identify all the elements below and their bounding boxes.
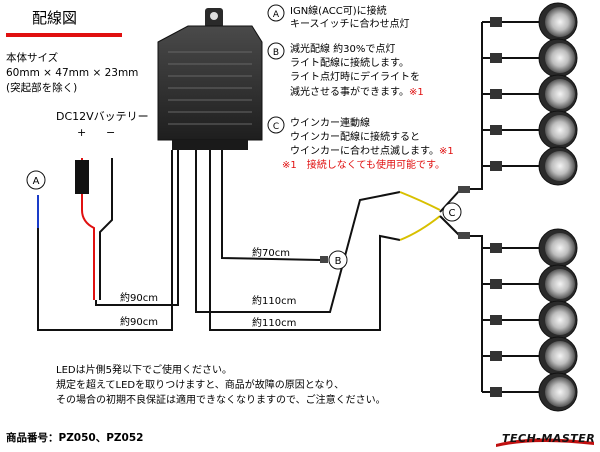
battery-wires [81,158,113,300]
connectors [320,186,470,263]
length-wire-1: 約90cm [120,293,158,304]
marker-b-label: B [335,256,342,267]
length-b-wire: 約70cm [252,248,290,259]
caution-line3: その場合の初期不良保証は適用できなくなりますので、ご注意ください。 [56,395,386,406]
logo-swoosh-icon [496,438,594,447]
note-c-ref: ※1 [439,146,454,157]
brand-logo: TECH-MASTER [494,430,596,448]
led-connector [490,351,502,361]
marker-b [328,250,348,270]
led-connector [490,125,502,135]
led-connector [490,387,502,397]
product-number: 商品番号：PZ050、PZ052 [6,432,144,444]
harness-wires [37,150,401,331]
note-b-line1: 減光配線 約30%で点灯 [290,44,396,55]
note-marker-c [267,116,285,134]
control-box [157,8,263,150]
led-lens [545,377,575,407]
spec-label: 本体サイズ [6,52,59,64]
led-lens [545,79,575,109]
led-connector [490,17,502,27]
note-c-line3: ウインカーに合わせ点滅します。※1 [290,146,454,158]
led-lens [545,151,575,181]
note-c-line2: ウインカー配線に接続すると [290,132,420,143]
led-connector [490,161,502,171]
page-title: 配線図 [32,9,78,27]
marker-c [442,202,462,222]
fuse-holder [75,160,89,194]
note-b-line2: ライト配線に接続します。 [290,58,409,69]
led-chain-bottom [470,228,578,412]
note-b-line4: 減光させる事ができます。※1 [290,87,424,99]
note-c-line1: ウインカー連動線 [290,118,370,129]
led-lens [545,269,575,299]
led-lens [545,115,575,145]
chain-lead [470,22,483,190]
note-b-line4-text: 減光させる事ができます。 [290,87,409,98]
note-marker-a-label: A [273,10,280,20]
length-wire-4: 約110cm [252,318,297,329]
length-wire-3: 約90cm [120,317,158,328]
caution-line1: LEDは片側5発以下でご使用ください。 [56,365,232,376]
note-b-line3: ライト点灯時にデイライトを [290,72,420,83]
led-connector [490,243,502,253]
led-lens [545,341,575,371]
caution-line2: 規定を超えてLEDを取りつけますと、商品が故障の原因となり、 [56,380,345,391]
note-marker-c-label: C [273,122,279,132]
note-marker-a [267,4,285,22]
note-marker-b-label: B [273,48,279,58]
battery-label: DC12Vバッテリー [56,110,149,123]
length-wire-2: 約110cm [252,296,297,307]
led-lens [545,7,575,37]
title-underline [6,33,122,37]
battery-minus: − [106,126,116,139]
led-lens [545,43,575,73]
chain-lead [470,235,483,248]
blinker-splice [399,189,461,241]
led-connector [490,315,502,325]
marker-c-label: C [449,208,456,219]
spec-size: 60mm × 47mm × 23mm [6,67,139,79]
note-b-ref: ※1 [409,87,424,98]
led-connector [490,279,502,289]
led-lens [545,233,575,263]
led-connector [490,89,502,99]
logo-text: TECH-MASTER [502,432,596,445]
led-connector [490,53,502,63]
note-marker-b [267,42,285,60]
note-a-line2: キースイッチに合わせ点灯 [290,19,410,30]
marker-a-label: A [33,176,40,187]
battery-plus: + [77,126,87,139]
led-chain-top [470,2,578,190]
footnote: ※1 接続しなくても使用可能です。 [282,160,445,171]
note-a-line1: IGN線(ACC可)に接続 [290,6,387,17]
note-c-line3-text: ウインカーに合わせ点滅します。 [290,146,439,157]
spec-note: (突起部を除く) [6,82,78,94]
led-lens [545,305,575,335]
marker-a [26,170,46,190]
